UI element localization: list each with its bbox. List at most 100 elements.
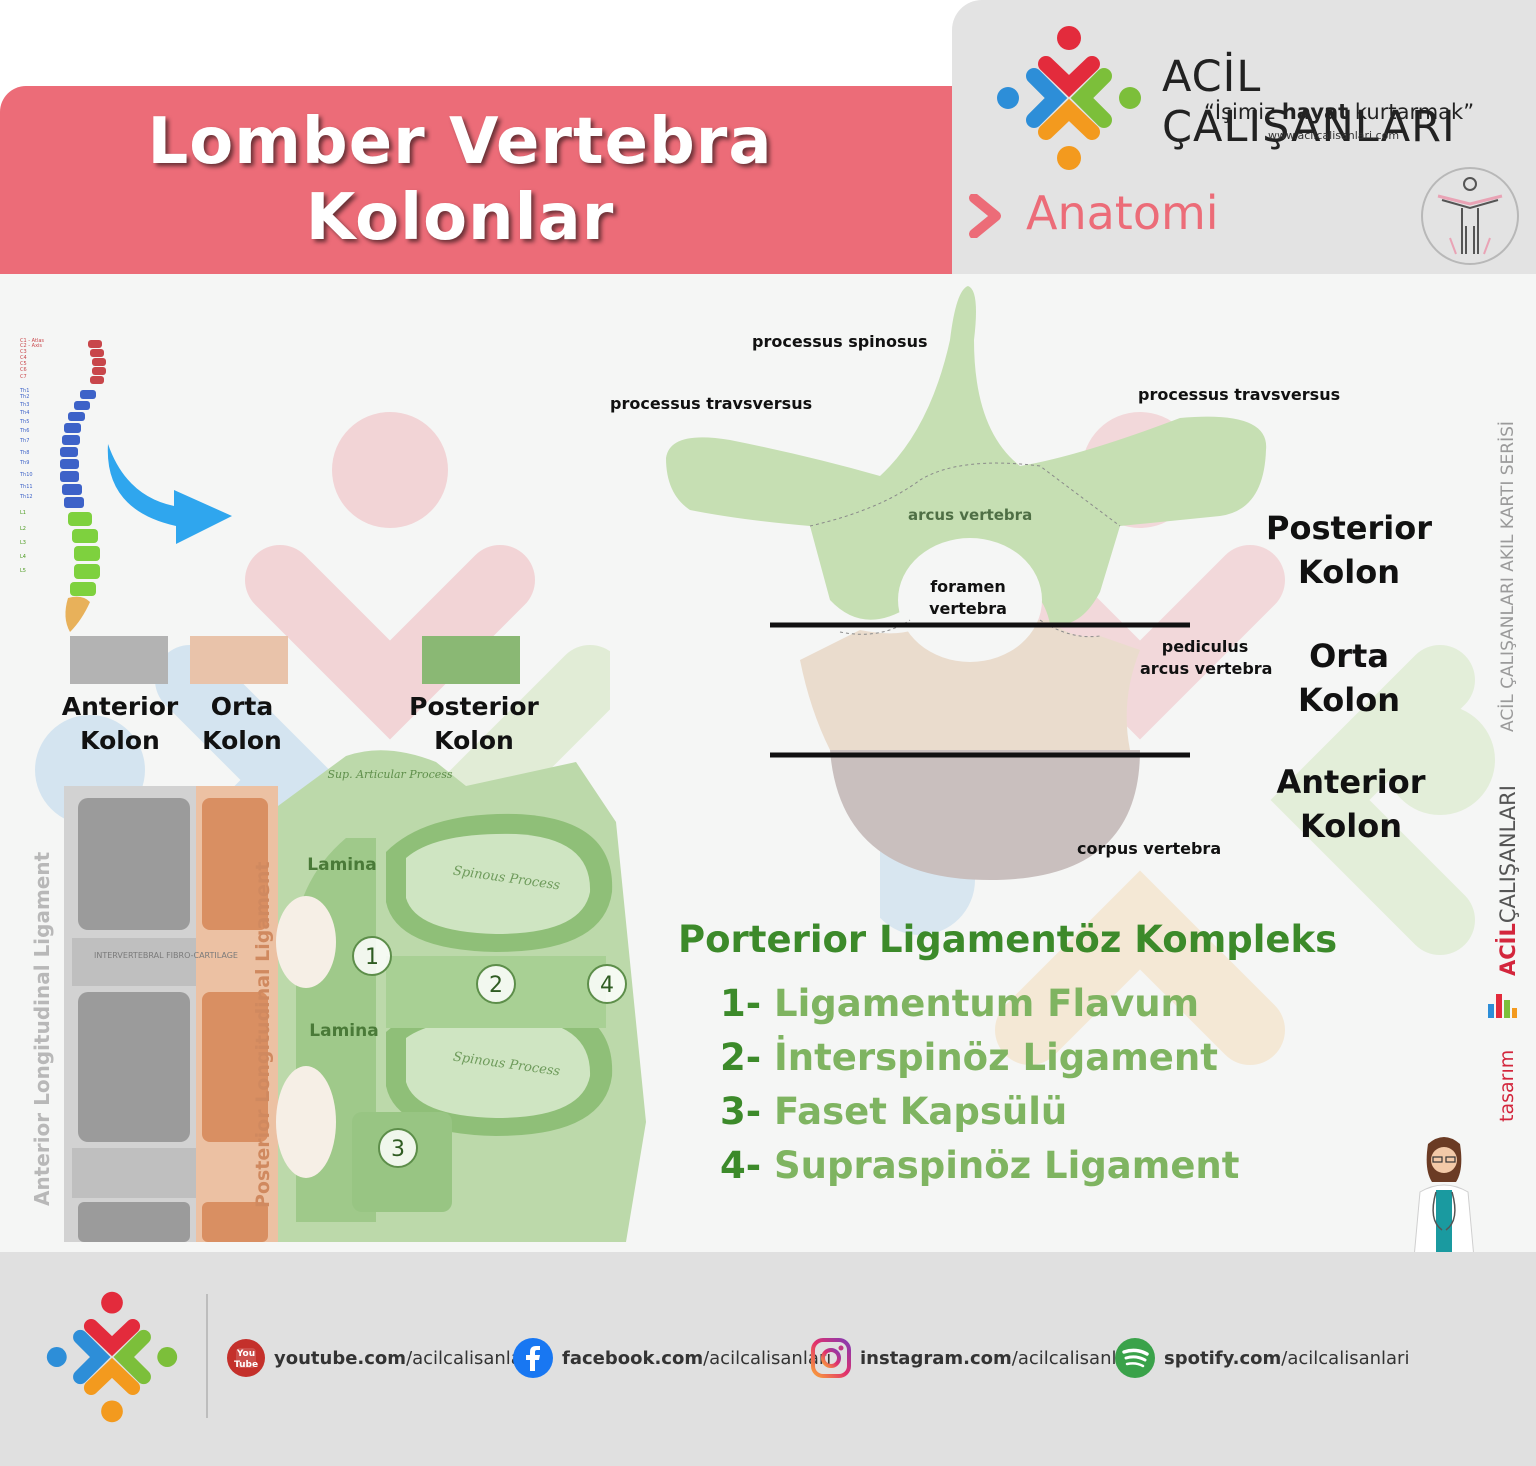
slogan-pre: “İşimiz — [1204, 100, 1282, 124]
svg-text:You: You — [236, 1349, 255, 1359]
complex-item-3-text: Faset Kapsülü — [774, 1090, 1068, 1133]
complex-item-2: 2- İnterspinöz Ligament — [720, 1036, 1218, 1079]
complex-item-3-num: 3- — [720, 1090, 762, 1133]
col-orta-line2: Kolon — [1298, 681, 1400, 719]
instagram-icon — [811, 1338, 851, 1378]
category-label: Anatomi — [1026, 186, 1219, 240]
spine-level-label: L2 — [20, 526, 26, 532]
spotify-domain: spotify.com — [1164, 1347, 1282, 1369]
social-spotify-link[interactable]: spotify.com/acilcalisanlari — [1114, 1338, 1409, 1378]
col-anterior-line1: Anterior — [1276, 763, 1426, 801]
title-line-2: Kolonlar — [305, 181, 615, 255]
spine-level-label: L5 — [20, 568, 26, 574]
side-brand: ACİLÇALIŞANLARI — [1496, 785, 1520, 976]
spine-level-label: Th2 — [19, 394, 29, 400]
facebook-icon — [513, 1338, 553, 1378]
foramen-line2: vertebra — [929, 599, 1007, 618]
arcus-vertebra-posterior — [666, 286, 1267, 625]
legend-posterior-line1: Posterior — [409, 692, 539, 721]
social-youtube-text: youtube.com/acilcalisanlari — [274, 1348, 534, 1369]
social-instagram-link[interactable]: instagram.com/acilcalisanlari — [810, 1338, 1140, 1378]
brand-slogan: “İşimiz hayat kurtarmak” — [1204, 100, 1474, 124]
column-label-posterior: Posterior Kolon — [1266, 506, 1432, 594]
col-posterior-line2: Kolon — [1298, 553, 1400, 591]
facebook-domain: facebook.com — [562, 1347, 704, 1369]
spine-level-label: Th9 — [19, 460, 29, 466]
social-facebook-link[interactable]: facebook.com/acilcalisanlari — [512, 1338, 831, 1378]
youtube-path: /acilcalisanlari — [406, 1347, 535, 1369]
side-brand-logo — [1488, 994, 1517, 1018]
brand-name: ACİL ÇALIŞANLARI — [1162, 52, 1456, 152]
spine-level-label: C1 - Atlas — [20, 338, 44, 344]
legend-orta-line1: Orta — [210, 692, 274, 721]
corpus-vertebra-middle — [800, 620, 1140, 750]
label-corpus-vertebra: corpus vertebra — [1077, 839, 1222, 858]
spine-level-label: L4 — [20, 554, 26, 560]
social-facebook-text: facebook.com/acilcalisanlari — [562, 1348, 831, 1369]
complex-item-1-text: Ligamentum Flavum — [774, 982, 1200, 1025]
spine-level-label: Th3 — [19, 402, 29, 408]
spine-level-label: Th11 — [19, 484, 33, 490]
complex-item-2-num: 2- — [720, 1036, 762, 1079]
spine-level-label: Th12 — [19, 494, 33, 500]
legend-label-anterior: Anterior Kolon — [50, 690, 190, 758]
pediculus-line2: arcus vertebra — [1140, 659, 1273, 678]
side-brand-red: ACİL — [1496, 923, 1520, 976]
social-spotify-text: spotify.com/acilcalisanlari — [1164, 1348, 1409, 1369]
marker-3-label: 3 — [391, 1137, 405, 1162]
spine-level-label: C4 — [20, 355, 27, 361]
cartilage-text: INTERVERTEBRAL FIBRO-CARTILAGE — [94, 951, 238, 960]
social-youtube-link[interactable]: You Tube youtube.com/acilcalisanlari — [226, 1338, 534, 1378]
arrow-right-icon — [107, 444, 232, 544]
footer-divider — [206, 1294, 208, 1418]
sagittal-section-illustration: 1 2 3 4 INTERVERTEBRAL FIBRO-CARTILAGE S… — [64, 750, 646, 1242]
column-label-anterior: Anterior Kolon — [1266, 760, 1436, 848]
posterior-column-region — [276, 750, 646, 1242]
instagram-domain: instagram.com — [860, 1347, 1012, 1369]
complex-title: Porterior Ligamentöz Kompleks — [678, 918, 1338, 961]
legend-swatch-orta — [190, 636, 288, 684]
articular-process-text: Sup. Articular Process — [327, 768, 452, 781]
spine-level-label: Th1 — [19, 388, 29, 394]
brand-logo — [997, 26, 1141, 170]
title-banner — [0, 86, 952, 274]
spine-level-label: C3 — [20, 349, 27, 355]
legend-swatch-posterior — [422, 636, 520, 684]
axial-vertebra-illustration — [666, 286, 1267, 880]
page-title: Lomber Vertebra Kolonlar — [0, 104, 920, 256]
human-body-icon — [1421, 167, 1519, 265]
lamina-top-label: Lamina — [307, 855, 376, 875]
youtube-icon: You Tube — [227, 1339, 265, 1377]
spine-level-label: Th8 — [19, 450, 29, 456]
svg-text:Tube: Tube — [234, 1360, 258, 1370]
col-anterior-line2: Kolon — [1300, 807, 1402, 845]
spine-level-label: Th5 — [19, 419, 29, 425]
spine-level-label: C7 — [20, 374, 27, 380]
label-arcus-vertebra: arcus vertebra — [908, 506, 1033, 524]
spine-level-label: Th4 — [19, 410, 29, 416]
marker-4-label: 4 — [600, 973, 614, 998]
anterior-ligament-label: Anterior Longitudinal Ligament — [30, 851, 54, 1206]
design-label: tasarım — [1496, 1049, 1518, 1122]
chevron-right-icon — [969, 194, 1001, 238]
spine-level-label: Th6 — [19, 428, 29, 434]
foramen-vertebra-hole — [898, 538, 1042, 662]
corpus-vertebra-anterior — [830, 750, 1140, 880]
complex-item-4-text: Supraspinöz Ligament — [774, 1144, 1240, 1187]
column-label-orta: Orta Kolon — [1266, 634, 1432, 722]
spine-lumbar — [68, 512, 100, 596]
complex-item-3: 3- Faset Kapsülü — [720, 1090, 1067, 1133]
spine-level-label: C5 — [20, 361, 27, 367]
label-foramen-vertebra: foramen vertebra — [920, 576, 1016, 620]
ligament-marker-1: 1 — [352, 936, 392, 976]
middle-column-region — [196, 786, 278, 1242]
spine-cervical — [88, 340, 106, 384]
side-brand-dark: ÇALIŞANLARI — [1496, 785, 1520, 924]
slogan-post: kurtarmak” — [1348, 100, 1475, 124]
ligament-marker-2: 2 — [476, 964, 516, 1004]
spine-level-label: C6 — [20, 367, 27, 373]
complex-item-4: 4- Supraspinöz Ligament — [720, 1144, 1239, 1187]
